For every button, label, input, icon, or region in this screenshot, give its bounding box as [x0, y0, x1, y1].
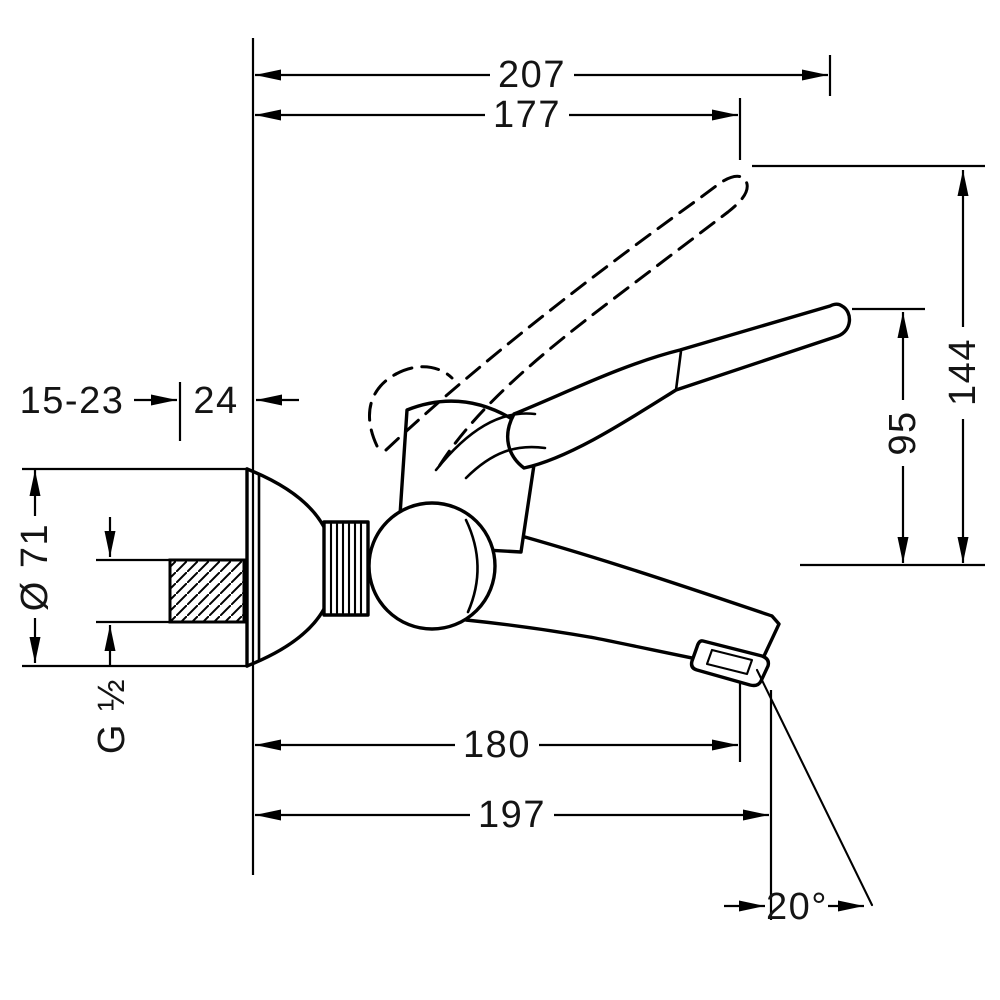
dim-escutcheon-diameter: Ø 71 [14, 470, 56, 663]
dim-escutcheon-depth-label: 24 [193, 380, 238, 422]
dim-connection-thread: G ½ [91, 517, 133, 754]
body-sphere-detail-arc [464, 518, 479, 614]
stream-angle-line [755, 668, 874, 907]
dim-spout-angle: 20° [724, 886, 864, 928]
dim-mounting-depth-range-label: 15-23 [20, 380, 125, 422]
lever-handle-dashed [368, 174, 749, 470]
label-bg [455, 726, 539, 764]
dim-total-depth: 207 [255, 54, 828, 96]
dim-handle-max-height: 144 [942, 170, 984, 563]
dim-escutcheon-diameter-label: Ø 71 [14, 523, 56, 611]
lever-dashed-hub-arc [394, 365, 454, 380]
dim-handle-max-height-label: 144 [942, 338, 984, 406]
dim-connection-thread-label: G ½ [91, 678, 133, 754]
aerator-outlet [689, 639, 771, 688]
lever-dashed-hub-arc [368, 372, 398, 448]
hub-detail-curve [434, 412, 537, 472]
dim-handle-height-label: 95 [882, 410, 924, 455]
thread-pipe-hatched [168, 558, 246, 624]
dim-handle-depth: 177 [255, 94, 738, 136]
hub-detail-curve [464, 445, 547, 480]
dim-total-reach-label: 197 [478, 794, 546, 836]
dim-spout-reach: 180 [255, 724, 738, 766]
body-sphere [367, 501, 497, 631]
dim-mounting-depth: 15-23 24 [20, 380, 299, 422]
label-bg [490, 56, 574, 94]
dim-spout-reach-label: 180 [463, 724, 531, 766]
label-bg [14, 516, 56, 618]
dim-total-depth-label: 207 [498, 54, 566, 96]
lever-handle [506, 302, 852, 470]
label-bg [470, 796, 554, 834]
label-bg [942, 327, 984, 419]
escutcheon-top-edge [245, 467, 326, 529]
label-bg [485, 96, 569, 134]
dim-handle-height: 95 [882, 312, 924, 563]
label-bg [882, 400, 924, 466]
lever-dashed-outline [384, 174, 749, 470]
knurled-ring [322, 520, 370, 617]
dim-handle-depth-label: 177 [493, 94, 561, 136]
escutcheon [245, 467, 326, 668]
aerator-inner [705, 648, 754, 676]
lever-bend-crease [674, 349, 683, 392]
dim-spout-angle-label: 20° [766, 886, 828, 928]
dim-total-reach: 197 [255, 794, 769, 836]
escutcheon-bottom-edge [245, 607, 326, 668]
faucet-drawing [168, 174, 874, 907]
